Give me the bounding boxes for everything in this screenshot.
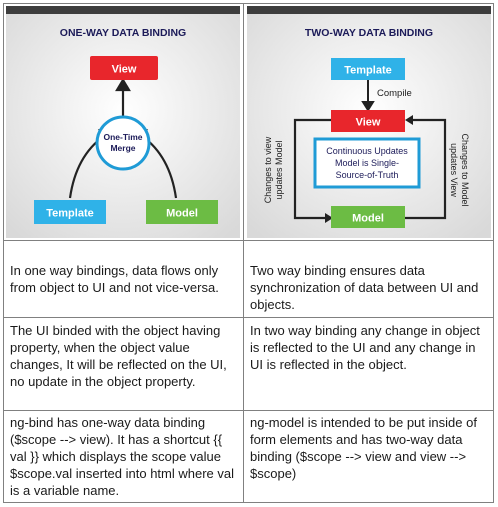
- right-side-label-line: updates View: [449, 143, 459, 197]
- merge-label-line: Merge: [110, 143, 135, 153]
- one-way-diagram: ONE-WAY DATA BINDING View One-Time Merge…: [6, 6, 240, 238]
- arrow-head: [361, 101, 375, 112]
- template-label: Template: [46, 208, 93, 220]
- one-way-row-3: ng-bind has one-way data binding ($scope…: [10, 414, 236, 499]
- cell-text: ng-bind has one-way data binding ($scope…: [10, 415, 235, 498]
- template-box: [331, 58, 405, 80]
- column-divider: [243, 4, 244, 502]
- row-divider: [4, 240, 493, 241]
- view-box: [90, 56, 158, 80]
- diagram-title: ONE-WAY DATA BINDING: [60, 27, 186, 39]
- center-label-line: Source-of-Truth: [336, 170, 399, 180]
- cell-text: Two way binding ensures data synchroniza…: [250, 263, 479, 312]
- left-side-label-line: Changes to view: [263, 136, 273, 203]
- loop-arrow-model-to-view: [405, 118, 447, 220]
- template-box: [34, 200, 106, 224]
- arrow-head: [115, 77, 131, 92]
- arrow-head: [405, 115, 413, 125]
- row-divider: [4, 410, 493, 411]
- comparison-table: ONE-WAY DATA BINDING View One-Time Merge…: [3, 3, 494, 503]
- two-way-row-2: In two way binding any change in object …: [250, 322, 488, 373]
- loop-arrow-view-to-model: [293, 118, 331, 220]
- diagram-title: TWO-WAY DATA BINDING: [305, 27, 433, 39]
- left-side-label-line: updates Model: [274, 140, 284, 199]
- one-way-row-1: In one way bindings, data flows only fro…: [10, 262, 236, 296]
- two-way-row-3: ng-model is intended to be put inside of…: [250, 414, 488, 482]
- cell-text: The UI binded with the object having pro…: [10, 323, 227, 389]
- view-label: View: [112, 64, 137, 76]
- cell-text: In two way binding any change in object …: [250, 323, 480, 372]
- merge-label-line: One-Time: [103, 132, 142, 142]
- model-label: Model: [166, 208, 198, 220]
- compile-label: Compile: [377, 88, 412, 99]
- cell-text: In one way bindings, data flows only fro…: [10, 263, 219, 295]
- view-box: [331, 110, 405, 132]
- arrow-head: [325, 213, 333, 223]
- one-way-row-2: The UI binded with the object having pro…: [10, 322, 236, 390]
- center-label-line: Continuous Updates: [326, 146, 408, 156]
- two-way-row-1: Two way binding ensures data synchroniza…: [250, 262, 488, 313]
- view-label: View: [356, 117, 381, 129]
- row-divider: [4, 317, 493, 318]
- model-label: Model: [352, 213, 384, 225]
- one-time-merge-circle: [95, 115, 151, 171]
- model-box: [146, 200, 218, 224]
- model-box: [331, 206, 405, 228]
- title-bar: [247, 6, 491, 14]
- cell-text: ng-model is intended to be put inside of…: [250, 415, 477, 481]
- one-way-diagram-svg: ONE-WAY DATA BINDING View One-Time Merge…: [6, 6, 240, 238]
- template-label: Template: [344, 65, 391, 77]
- right-side-label-line: Changes to Model: [460, 133, 470, 206]
- two-way-diagram-svg: TWO-WAY DATA BINDING Template Compile Vi…: [247, 6, 491, 238]
- center-label-line: Model is Single-: [335, 158, 399, 168]
- continuous-updates-box: [313, 137, 421, 189]
- title-bar: [6, 6, 240, 14]
- two-way-diagram: TWO-WAY DATA BINDING Template Compile Vi…: [247, 6, 491, 238]
